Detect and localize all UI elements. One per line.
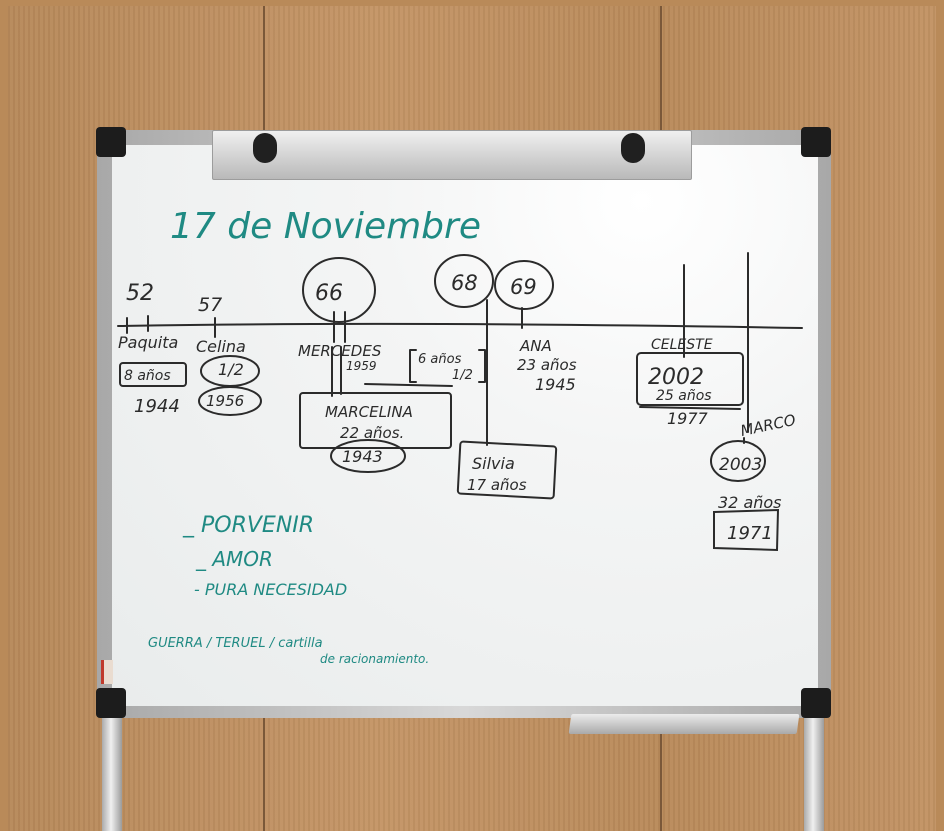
brand-sticker xyxy=(101,660,113,684)
stand-leg-left xyxy=(102,700,122,831)
corner-cap xyxy=(96,127,126,157)
corner-cap xyxy=(96,688,126,718)
clamp-knob xyxy=(621,133,645,163)
stand-leg-right xyxy=(804,700,824,831)
paper-clamp-rail xyxy=(212,130,692,180)
whiteboard-surface xyxy=(112,145,818,706)
clamp-knob xyxy=(253,133,277,163)
corner-cap xyxy=(801,127,831,157)
marker-tray xyxy=(568,714,800,734)
corner-cap xyxy=(801,688,831,718)
